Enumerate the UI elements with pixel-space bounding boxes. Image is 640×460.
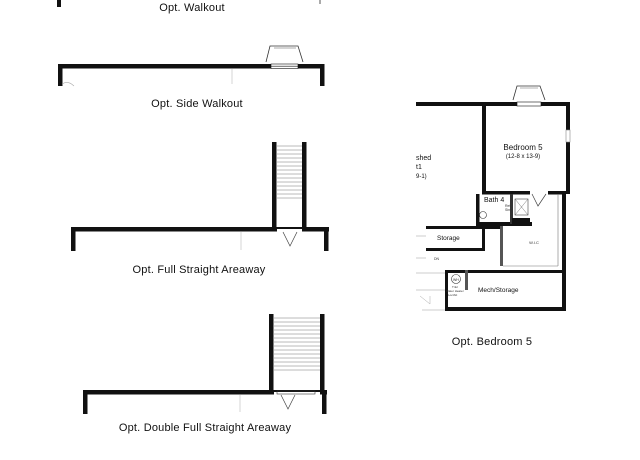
full-straight-areaway-plan — [71, 142, 329, 251]
shower-icon — [514, 198, 529, 216]
door-swing-icon — [280, 394, 296, 410]
label-water-heater-2: Water Heater — [446, 289, 464, 293]
side-walkout-plan — [58, 45, 325, 87]
room-label-finished-2: t1 — [416, 164, 422, 171]
window-well-icon — [512, 85, 546, 101]
caption-full-straight-areaway: Opt. Full Straight Areaway — [132, 264, 266, 276]
room-label-finished-3: 9-1) — [416, 174, 427, 180]
room-dims-bedroom5: (12-8 x 13-9) — [506, 154, 540, 160]
label-water-heater-1: Tnkl — [452, 285, 458, 289]
stair-treads-icon — [277, 145, 302, 199]
label-water-heater-3: Loc/Alt — [448, 293, 457, 297]
label-dn: DN — [434, 257, 440, 261]
caption-bedroom5: Opt. Bedroom 5 — [451, 336, 533, 348]
room-label-wic: W.I.C — [529, 240, 539, 245]
sink-icon — [479, 211, 487, 219]
bath4-note-sink: Sink — [505, 208, 512, 212]
caption-walkout: Opt. Walkout — [159, 2, 225, 14]
bath4-note-ret: Ret. — [505, 204, 511, 208]
caption-double-full-straight-areaway: Opt. Double Full Straight Areaway — [118, 422, 292, 434]
room-label-finished-1: shed — [416, 155, 431, 162]
window-well-icon — [265, 45, 304, 63]
bedroom5-plan: Bedroom 5 (12-8 x 13-9) shed t1 9-1) Bat… — [416, 85, 571, 311]
door-swing-icon — [531, 193, 547, 207]
door-swing-icon — [282, 231, 298, 247]
stair-treads-icon — [274, 317, 320, 371]
room-label-bath4: Bath 4 — [484, 197, 504, 204]
walkout-plan — [57, 0, 321, 7]
room-label-storage: Storage — [437, 235, 460, 242]
label-wh: WH — [453, 278, 459, 282]
room-label-mech-storage: Mech/Storage — [478, 287, 519, 294]
room-label-bedroom5: Bedroom 5 — [503, 143, 543, 152]
double-full-straight-areaway-plan — [83, 314, 327, 414]
caption-side-walkout: Opt. Side Walkout — [151, 98, 243, 110]
